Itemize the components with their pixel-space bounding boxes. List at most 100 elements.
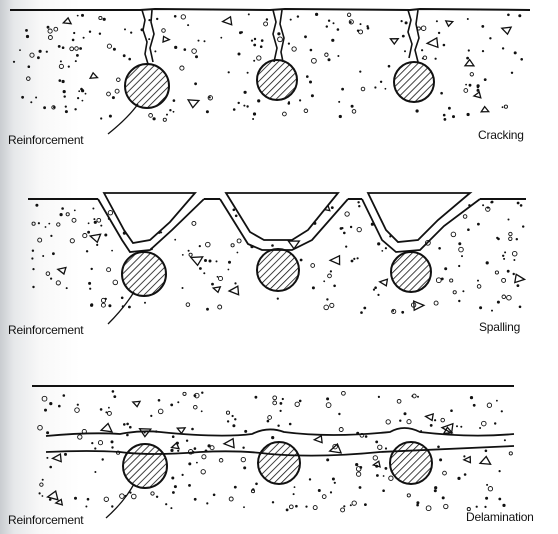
aggregate-dot <box>243 506 245 509</box>
aggregate-dot <box>468 83 472 87</box>
aggregate-dot <box>392 309 395 312</box>
aggregate-dot <box>360 311 363 314</box>
aggregate-dot <box>58 404 61 408</box>
aggregate-dot <box>266 419 270 423</box>
aggregate-dot <box>272 400 278 406</box>
aggregate-dot <box>382 475 385 477</box>
aggregate-dot <box>234 282 237 285</box>
aggregate-dot <box>374 286 377 290</box>
aggregate-dot <box>31 249 35 252</box>
aggregate-dot <box>338 412 341 416</box>
aggregate-dot <box>422 55 428 60</box>
aggregate-dot <box>434 419 437 422</box>
aggregate-dot <box>251 488 255 491</box>
aggregate-dot <box>323 304 329 311</box>
aggregate-dot <box>507 13 510 17</box>
rebar-cracking-3 <box>393 61 435 103</box>
aggregate-dot <box>466 56 469 60</box>
aggregate-dot <box>105 411 108 414</box>
aggregate-dot <box>65 212 70 217</box>
aggregate-dot <box>62 90 66 94</box>
aggregate-dot <box>463 88 469 93</box>
aggregate-dot <box>31 221 36 226</box>
aggregate-dot <box>288 422 292 426</box>
aggregate-dot <box>379 80 383 84</box>
aggregate-dot <box>355 463 359 467</box>
aggregate-dot <box>38 492 41 495</box>
aggregate-dot <box>477 222 480 226</box>
aggregate-stone <box>88 233 102 244</box>
aggregate-dot <box>438 247 441 250</box>
aggregate-dot <box>174 45 178 50</box>
aggregate-dot <box>194 82 198 86</box>
aggregate-dot <box>93 220 97 224</box>
aggregate-dot <box>94 471 97 473</box>
aggregate-dot <box>349 504 352 507</box>
aggregate-dot <box>331 477 335 481</box>
aggregate-dot <box>73 209 76 212</box>
aggregate-dot <box>353 257 356 260</box>
aggregate-dot <box>384 467 388 470</box>
aggregate-dot <box>421 49 424 52</box>
aggregate-dot <box>439 458 443 462</box>
aggregate-dot <box>458 246 464 253</box>
rebar-delamination-2 <box>257 441 301 485</box>
aggregate-dot <box>326 298 329 301</box>
aggregate-dot <box>96 217 102 223</box>
aggregate-dot <box>372 455 378 461</box>
aggregate-dot <box>415 109 419 113</box>
aggregate-dot <box>191 220 197 226</box>
aggregate-stone <box>328 442 343 454</box>
panel-delamination <box>32 385 515 519</box>
aggregate-dot <box>74 407 80 413</box>
aggregate-dot <box>303 108 309 114</box>
aggregate-dot <box>246 71 249 74</box>
aggregate-dot <box>110 440 114 444</box>
aggregate-dot <box>113 395 117 398</box>
aggregate-dot <box>100 117 103 120</box>
aggregate-dot <box>239 31 242 35</box>
aggregate-dot <box>250 39 254 42</box>
spall-outline-1 <box>97 198 205 253</box>
aggregate-dot <box>170 448 174 452</box>
aggregate-dot <box>198 245 201 248</box>
aggregate-dot <box>107 210 114 216</box>
aggregate-dot <box>237 52 241 56</box>
aggregate-dot <box>89 287 92 290</box>
aggregate-dot <box>366 25 369 28</box>
aggregate-dot <box>513 259 516 261</box>
aggregate-dot <box>363 306 367 310</box>
aggregate-dot <box>485 261 489 265</box>
aggregate-dot <box>111 446 114 449</box>
aggregate-dot <box>489 37 492 40</box>
aggregate-dot <box>271 436 275 440</box>
aggregate-dot <box>485 496 489 500</box>
aggregate-dot <box>425 239 431 246</box>
aggregate-dot <box>90 303 94 306</box>
aggregate-dot <box>434 486 438 490</box>
aggregate-dot <box>356 226 362 233</box>
aggregate-dot <box>41 478 44 481</box>
aggregate-dot <box>435 20 438 23</box>
aggregate-dot <box>206 502 209 505</box>
aggregate-dot <box>377 395 380 398</box>
aggregate-dot <box>59 60 62 63</box>
concrete-surface-cracking <box>10 7 531 12</box>
aggregate-dot <box>81 99 84 102</box>
aggregate-dot <box>52 252 55 256</box>
aggregate-dot <box>309 80 312 84</box>
aggregate-stone <box>99 422 114 433</box>
aggregate-dot <box>155 495 159 498</box>
aggregate-dot <box>253 59 256 62</box>
aggregate-dot <box>154 50 157 53</box>
aggregate-dot <box>522 225 525 228</box>
aggregate-dot <box>441 496 445 500</box>
aggregate-dot <box>108 114 112 118</box>
aggregate-stone <box>50 452 62 463</box>
aggregate-dot <box>25 34 30 39</box>
aggregate-dot <box>69 238 75 244</box>
aggregate-dot <box>358 486 362 489</box>
aggregate-dot <box>253 37 257 41</box>
aggregate-dot <box>226 420 230 423</box>
aggregate-dot <box>86 497 90 501</box>
